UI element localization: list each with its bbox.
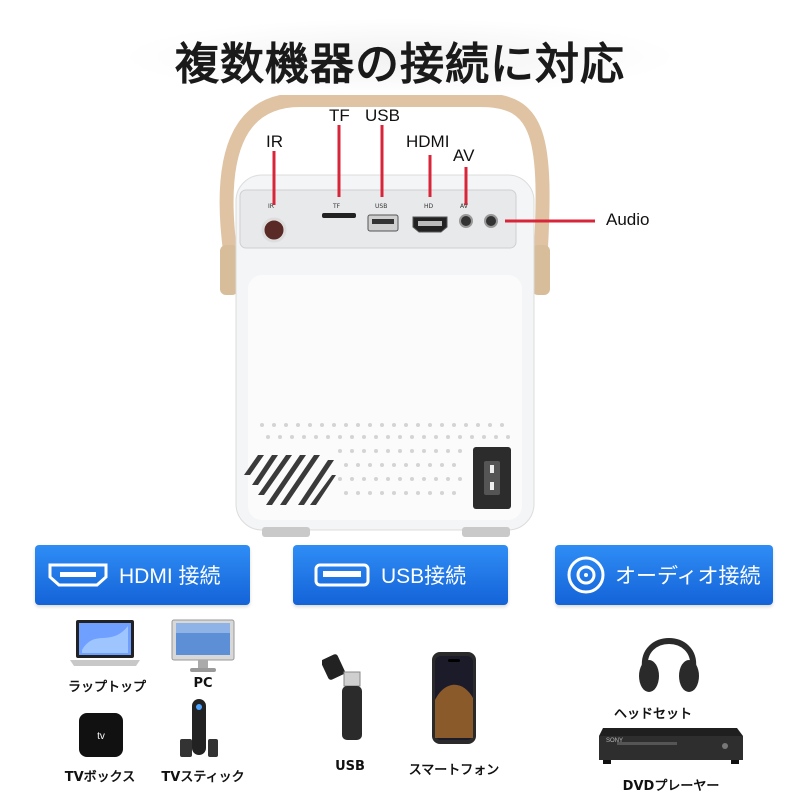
device-label-usb: USB xyxy=(335,759,365,774)
svg-text:tv: tv xyxy=(97,731,105,742)
badge-audio-label: オーディオ接続 xyxy=(615,565,761,588)
device-label-headset: ヘッドセット xyxy=(613,707,692,722)
usb-drive-icon xyxy=(322,654,362,740)
port-label-ir: IR xyxy=(266,132,283,151)
device-label-laptop: ラップトップ xyxy=(67,680,146,695)
port-label-audio: Audio xyxy=(606,210,650,229)
laptop-icon xyxy=(70,620,140,666)
panel-mark-tf: TF xyxy=(333,203,341,210)
badge-hdmi-connection: HDMI 接続 xyxy=(35,545,250,605)
device-label-smartphone: スマートフォン xyxy=(408,763,500,778)
panel-mark-ir: IR xyxy=(268,203,274,210)
badge-usb-connection: USB接続 xyxy=(293,545,508,605)
badge-hdmi-label: HDMI 接続 xyxy=(119,565,221,588)
title-backdrop xyxy=(120,18,680,96)
device-label-pc: PC xyxy=(193,676,213,691)
panel-mark-av: AV xyxy=(460,203,468,210)
dvd-brand-mark: SONY xyxy=(606,738,624,744)
hdmi-port-icon xyxy=(48,563,108,587)
smartphone-icon xyxy=(432,652,476,744)
badge-audio-connection: オーディオ接続 xyxy=(555,545,773,605)
projector-illustration xyxy=(219,95,595,537)
panel-mark-usb: USB xyxy=(375,203,388,210)
badge-usb-label: USB接続 xyxy=(381,565,467,588)
device-label-tv-box: TVボックス xyxy=(64,770,136,785)
panel-mark-hd: HD xyxy=(424,203,434,210)
page-title: 複数機器の接続に対応 xyxy=(175,39,625,90)
port-label-tf: TF xyxy=(329,106,350,125)
device-label-dvd-player: DVDプレーヤー xyxy=(622,779,720,794)
port-label-hdmi: HDMI xyxy=(406,132,450,151)
tv-stick-icon xyxy=(180,699,218,757)
headset-icon xyxy=(639,638,699,692)
tv-box-icon: tv xyxy=(79,713,123,757)
pc-monitor-icon xyxy=(171,619,235,672)
port-label-av: AV xyxy=(453,146,475,165)
usb-port-icon xyxy=(314,563,370,587)
port-label-usb: USB xyxy=(365,106,400,125)
dvd-player-icon xyxy=(599,728,743,764)
device-label-tv-stick: TVスティック xyxy=(161,770,245,785)
audio-disc-icon xyxy=(567,556,605,594)
